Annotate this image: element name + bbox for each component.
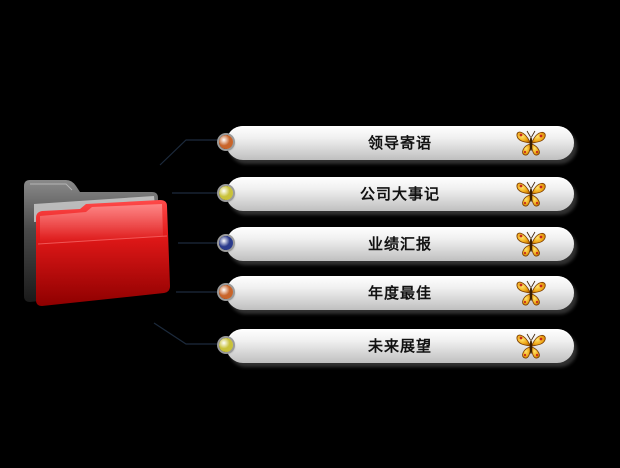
butterfly-icon <box>516 333 546 359</box>
bullet-dot <box>219 236 233 250</box>
bullet-dot <box>219 285 233 299</box>
menu-item-label: 领导寄语 <box>367 134 432 152</box>
connector-line <box>153 322 222 345</box>
menu-item-2[interactable]: 公司大事记 <box>219 177 574 211</box>
menu-item-4[interactable]: 年度最佳 <box>219 276 574 310</box>
butterfly-icon <box>516 280 546 306</box>
menu-item-label: 年度最佳 <box>367 284 432 302</box>
bullet-dot <box>219 186 233 200</box>
menu-item-label: 未来展望 <box>367 337 432 355</box>
bullet-dot <box>219 338 233 352</box>
folder-icon <box>24 180 170 306</box>
menu-item-label: 公司大事记 <box>359 185 440 203</box>
menu-item-1[interactable]: 领导寄语 <box>219 126 574 160</box>
menu-item-3[interactable]: 业绩汇报 <box>219 227 574 261</box>
menu-item-5[interactable]: 未来展望 <box>219 329 574 363</box>
butterfly-icon <box>516 181 546 207</box>
butterfly-icon <box>516 231 546 257</box>
butterfly-icon <box>516 130 546 156</box>
bullet-dot <box>219 135 233 149</box>
menu-item-label: 业绩汇报 <box>367 235 432 253</box>
connector-line <box>159 139 222 166</box>
